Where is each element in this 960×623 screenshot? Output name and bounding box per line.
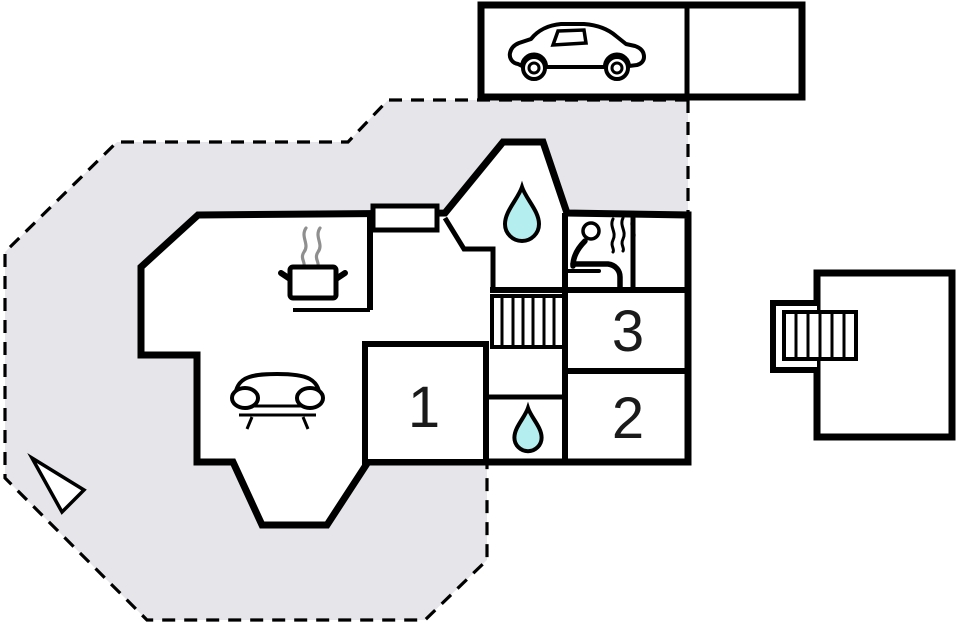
plot-boundary-dashed xyxy=(3,98,690,622)
sauna-person-icon xyxy=(564,221,623,290)
room-3-label: 3 xyxy=(612,299,644,364)
annex-building xyxy=(770,269,956,441)
room-2-label: 2 xyxy=(612,386,644,451)
interior-walls xyxy=(293,213,688,465)
bathroom-drop-icon xyxy=(512,401,544,454)
shower-drop-icon xyxy=(502,180,542,243)
car-icon xyxy=(507,22,646,81)
kitchen-steam-icon xyxy=(300,226,322,267)
sofa-icon xyxy=(230,371,325,430)
house-outline xyxy=(137,138,692,529)
room-1-walls xyxy=(362,341,489,465)
room-1-label: 1 xyxy=(408,375,440,440)
garage xyxy=(477,1,806,101)
sauna-steam-icon xyxy=(610,216,636,254)
plot-area xyxy=(5,100,688,620)
north-arrow-icon xyxy=(27,453,87,515)
window xyxy=(370,203,440,233)
stairs-icon xyxy=(490,294,566,349)
annex-stairs-icon xyxy=(782,310,858,361)
cooking-pot-icon xyxy=(278,264,348,301)
